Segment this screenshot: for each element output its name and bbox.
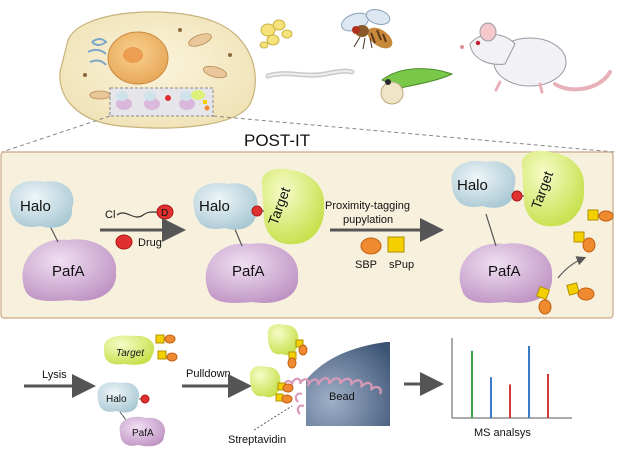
drug-icon [115, 234, 133, 250]
ms-chart: MS analsys [451, 338, 572, 439]
halo-label: Halo [20, 198, 51, 215]
cell-icon [59, 11, 256, 129]
spup-tag-lysate-2 [157, 350, 167, 360]
halo-protein-3 [451, 161, 516, 208]
tagging-arrow [557, 256, 587, 279]
halo-label-lysate: Halo [106, 394, 127, 405]
linker [116, 211, 161, 218]
complex-halo-pafa: Halo PafA [9, 181, 117, 301]
spup-tag-2 [573, 231, 585, 243]
d-label: D [161, 208, 168, 219]
yeast-icon [259, 19, 293, 49]
lysate-complex: Target Halo PafA [97, 334, 178, 447]
bead-label: Bead [329, 391, 355, 403]
sbp-label: SBP [355, 259, 377, 271]
target-label-lysate: Target [116, 348, 145, 359]
spup-icon [387, 236, 405, 253]
pafa-label-3: PafA [488, 263, 521, 280]
bead-icon [306, 342, 390, 426]
streptavidin-pointer [253, 405, 293, 431]
drug-label: Drug [138, 237, 162, 249]
pafa-protein [22, 239, 117, 301]
target-protein-3 [521, 150, 585, 227]
spup-label: sPup [389, 259, 414, 271]
bound-drug-icon [251, 205, 263, 217]
free-spup-2 [566, 282, 580, 296]
bound-drug-icon-3 [511, 190, 523, 202]
lysis-label: Lysis [42, 369, 67, 381]
zebrafish-icon [380, 68, 454, 105]
halo-protein-lysate [97, 382, 140, 413]
captured-target-1 [267, 324, 299, 356]
spup-tag-lysate [155, 334, 165, 344]
pupylation-label: pupylation [343, 214, 393, 226]
halo-protein-2 [193, 183, 258, 230]
bound-drug-lysate [140, 394, 150, 404]
sbp-tag-lysate-2 [166, 352, 178, 362]
sbp-tag-lysate [164, 334, 176, 344]
halo-label-3: Halo [457, 177, 488, 194]
zoom-line-left [1, 115, 111, 153]
pafa-protein-2 [205, 243, 299, 303]
mouse-icon [460, 22, 612, 94]
sbp-tag [598, 210, 614, 222]
pulldown-label: Pulldown [186, 368, 231, 380]
target-protein-2 [261, 168, 325, 245]
sbp-icon [360, 237, 382, 255]
streptavidin-label: Streptavidin [228, 434, 286, 446]
ms-bars [471, 346, 549, 418]
captured-target-2 [249, 366, 281, 398]
free-sbp-1 [538, 299, 552, 315]
streptavidin-chain [283, 377, 382, 415]
pafa-protein-lysate [119, 416, 166, 447]
complex-halo-pafa-target: Halo PafA Target [193, 168, 325, 303]
free-sbp-2 [577, 287, 595, 301]
bead-complex: Bead Streptavidin [228, 324, 390, 446]
post-it-title: POST-IT [244, 131, 310, 150]
cl-label: Cl [105, 209, 115, 221]
halo-protein [9, 181, 74, 228]
sbp-tag-2 [582, 237, 596, 253]
zoom-line-right [212, 115, 616, 153]
pafa-label-2: PafA [232, 263, 265, 280]
pafa-protein-3 [459, 243, 553, 303]
pafa-label: PafA [52, 263, 85, 280]
halo-label-2: Halo [199, 198, 230, 215]
pafa-label-lysate: PafA [132, 428, 154, 439]
spup-tag [587, 209, 599, 221]
free-spup-1 [535, 285, 551, 301]
fly-icon [341, 9, 393, 50]
ms-analysis-label: MS analsys [474, 427, 531, 439]
proximity-label: Proximity-tagging [325, 200, 410, 212]
complex-tagged: Halo PafA Target [451, 150, 614, 315]
worm-icon [265, 68, 355, 79]
target-protein-lysate [103, 335, 155, 365]
